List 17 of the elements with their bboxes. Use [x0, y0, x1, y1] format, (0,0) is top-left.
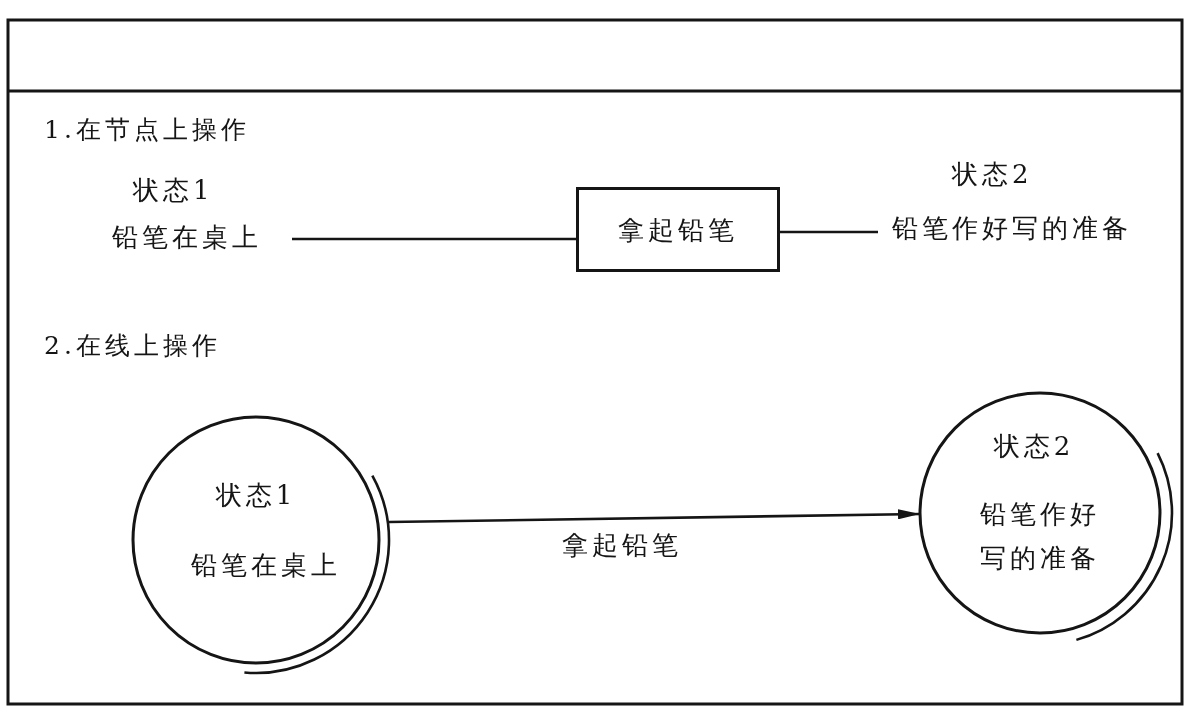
- process-label: 拿起铅笔: [618, 213, 738, 246]
- connector-line: [780, 230, 878, 234]
- arrow: [389, 509, 920, 524]
- state-description: 铅笔作好写的准备: [979, 498, 1101, 575]
- state-circle: [131, 415, 391, 675]
- state-name: 状态2: [993, 430, 1075, 462]
- section-heading: 1.在节点上操作: [44, 114, 250, 146]
- state-name: 状态2: [952, 158, 1033, 190]
- process-box: [576, 187, 780, 272]
- state-description: 铅笔在桌上: [112, 221, 262, 253]
- connector-line: [292, 237, 576, 241]
- state-description: 铅笔作好写的准备: [892, 212, 1132, 244]
- state-description: 铅笔在桌上: [191, 549, 341, 581]
- state-name: 状态1: [215, 479, 297, 511]
- section-heading: 2.在线上操作: [44, 330, 221, 362]
- state-circle: [918, 391, 1174, 642]
- state-name: 状态1: [133, 174, 214, 206]
